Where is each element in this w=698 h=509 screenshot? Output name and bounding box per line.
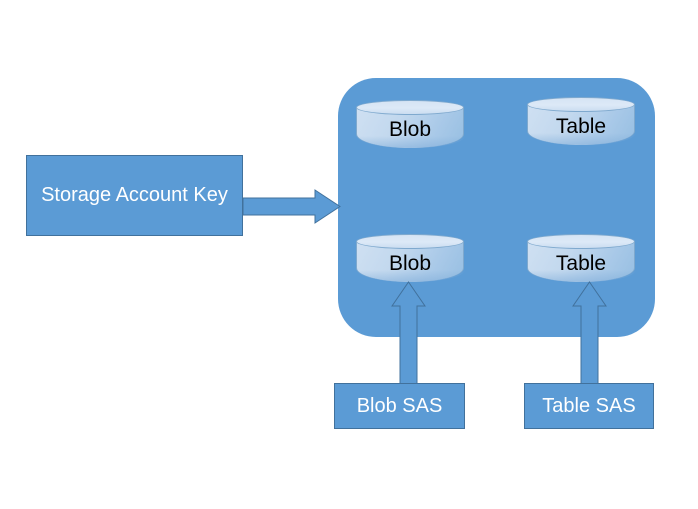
- service-cylinder-blob-top: Blob: [356, 100, 465, 148]
- cylinder-bottom-shade: [357, 270, 465, 282]
- service-label: Blob: [388, 117, 432, 141]
- service-label: Table: [555, 114, 607, 138]
- cylinder-body: [356, 241, 465, 282]
- service-cylinder-table-top: Table: [527, 97, 636, 145]
- service-cylinder-blob-bottom: Blob: [356, 234, 465, 282]
- cylinder-bottom-shade: [528, 133, 636, 145]
- arrow-up-icon: [572, 281, 607, 385]
- cylinder-bottom-shade: [528, 270, 636, 282]
- blob-sas-box: Blob SAS: [334, 383, 465, 429]
- storage-account-key-box: Storage Account Key: [26, 155, 243, 236]
- service-label: Blob: [388, 251, 432, 275]
- service-cylinder-table-bottom: Table: [527, 234, 636, 282]
- arrow-up-icon: [391, 281, 426, 385]
- arrow-table-sas-to-table: [572, 281, 607, 385]
- table-sas-box: Table SAS: [524, 383, 654, 429]
- arrow-right-icon: [242, 189, 341, 224]
- cylinder-bottom-shade: [357, 136, 465, 148]
- cylinder-top-ellipse: [527, 97, 635, 112]
- cylinder-body: [527, 241, 636, 282]
- arrow-blob-sas-to-blob: [391, 281, 426, 385]
- service-label: Table: [555, 251, 607, 275]
- cylinder-top-ellipse: [356, 100, 464, 115]
- arrow-key-to-container: [242, 189, 341, 224]
- cylinder-top-ellipse: [356, 234, 464, 249]
- cylinder-top-ellipse: [527, 234, 635, 249]
